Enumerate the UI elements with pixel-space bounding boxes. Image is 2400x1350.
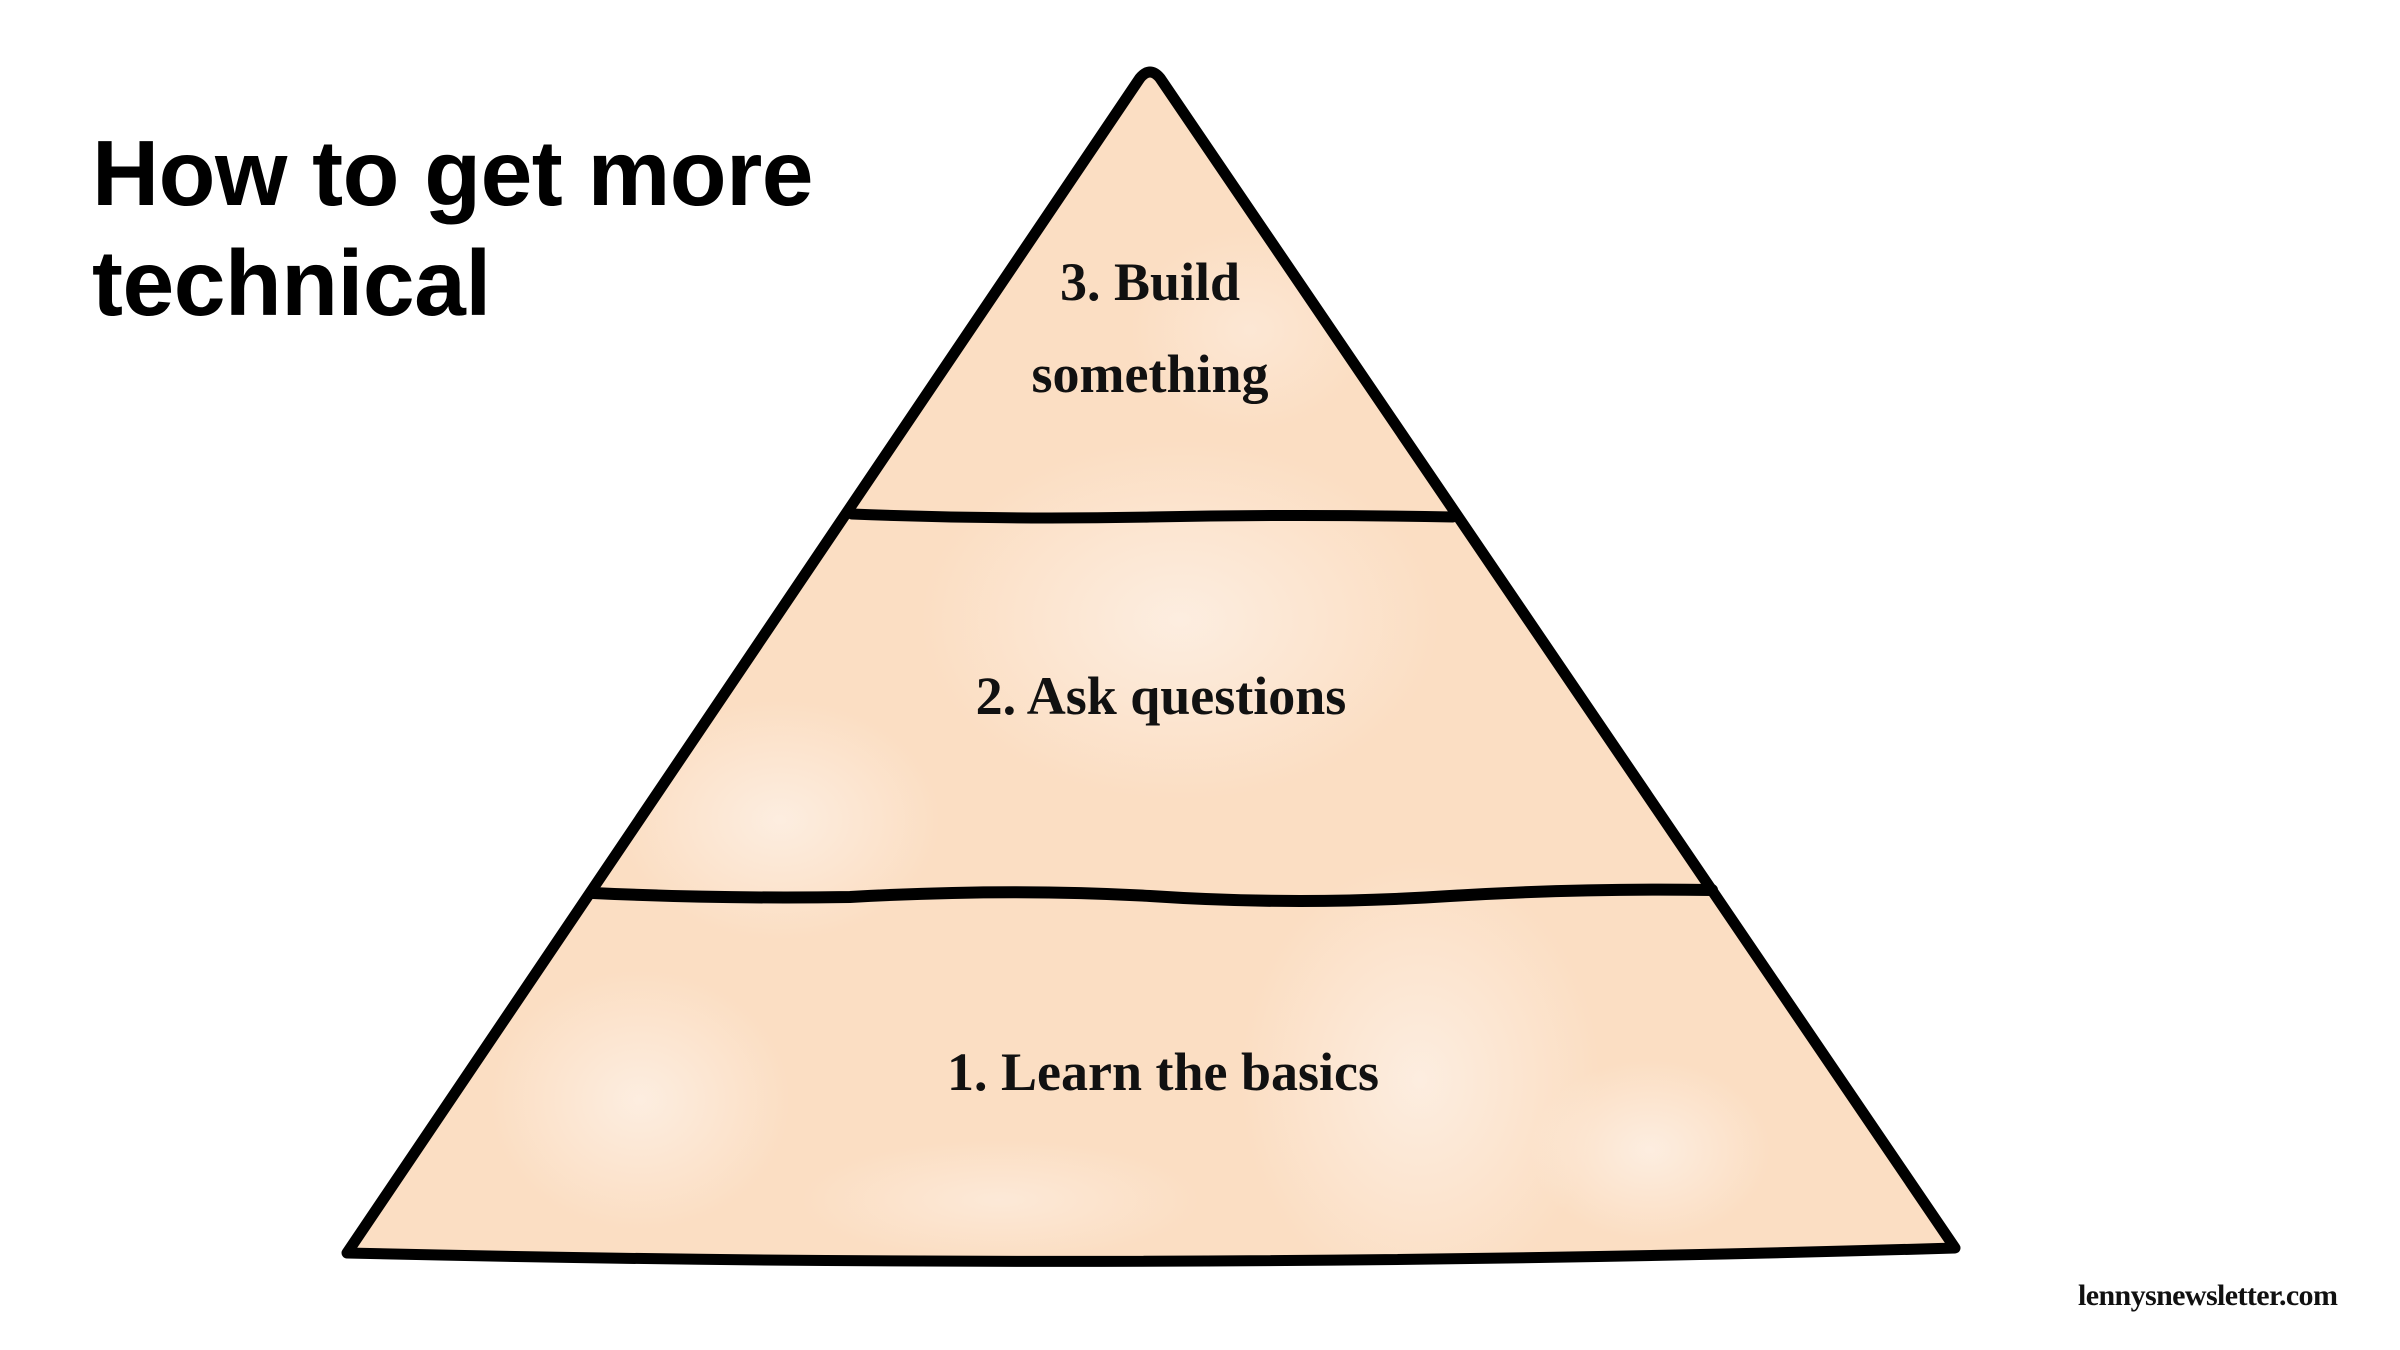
tier-divider-top — [846, 508, 1459, 524]
tier-2-line-1: 2. Ask questions — [975, 666, 1347, 726]
tier-3-label: 3. Build something — [1031, 236, 1268, 420]
tier-1-line-1: 1. Learn the basics — [947, 1042, 1379, 1102]
title-line-1: How to get more — [92, 121, 814, 225]
tier-1-label: 1. Learn the basics — [947, 1026, 1379, 1118]
tier-3-line-1: 3. Build — [1059, 252, 1241, 312]
pyramid-outline — [341, 66, 1961, 1267]
tier-divider-bottom — [587, 883, 1718, 907]
tier-3-line-2: something — [1031, 344, 1269, 404]
diagram-title: How to get more technical — [92, 118, 814, 338]
watercolor-texture — [490, 230, 1770, 1262]
title-line-2: technical — [92, 231, 491, 335]
source-watermark: lennysnewsletter.com — [2078, 1279, 2338, 1312]
tier-2-label: 2. Ask questions — [976, 650, 1347, 742]
